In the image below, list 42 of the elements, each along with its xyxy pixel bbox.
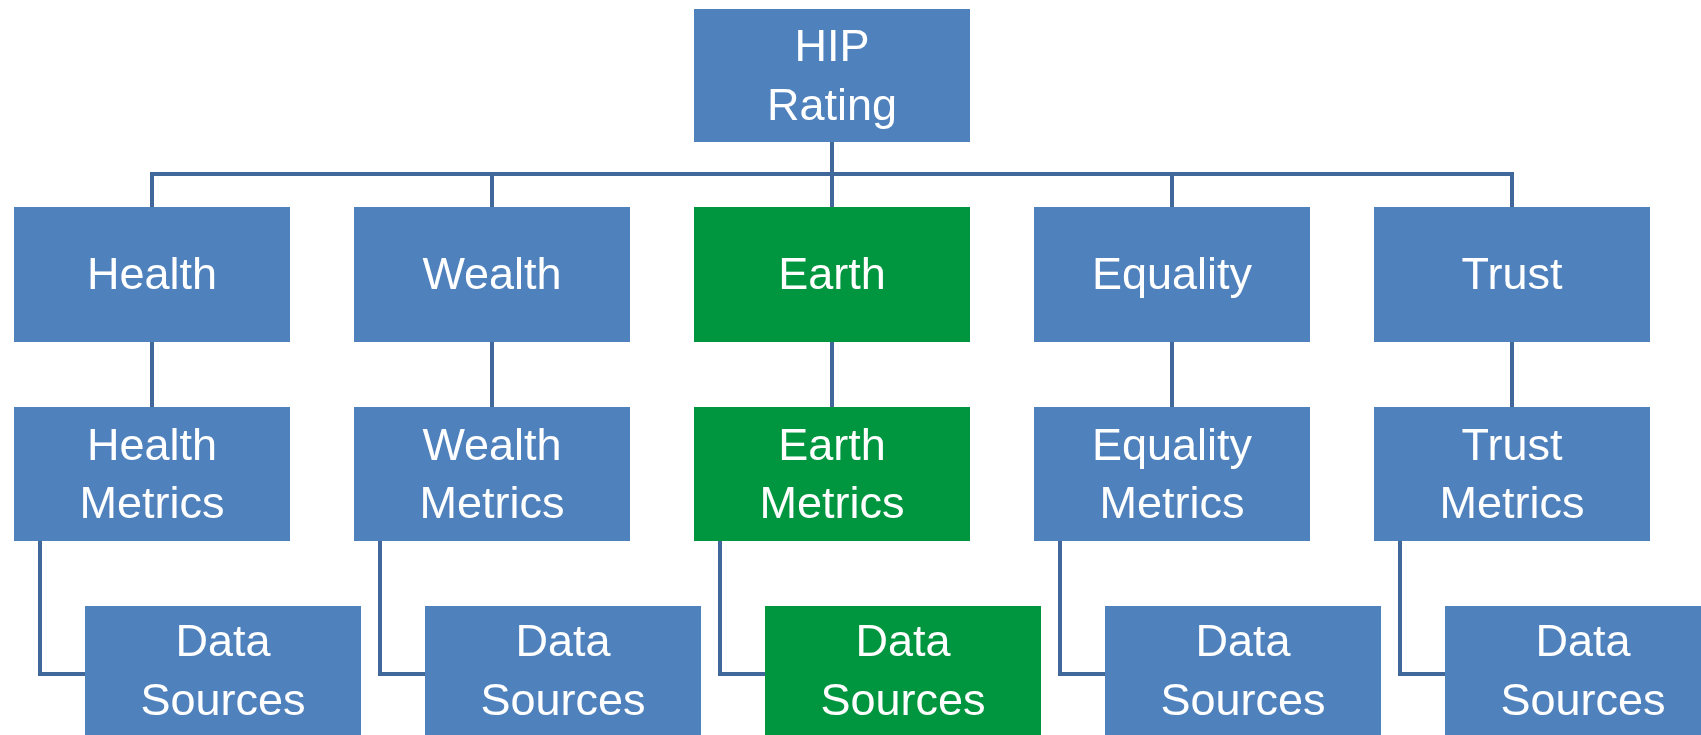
node-box [354, 207, 630, 342]
connector-line [150, 342, 154, 407]
node-box [1374, 407, 1650, 541]
connector-line [378, 541, 425, 676]
node-box [1034, 207, 1310, 342]
connector-line [38, 541, 85, 676]
connector-line [1058, 541, 1105, 676]
node-label: Trust [1461, 247, 1563, 302]
node-box [1445, 606, 1701, 735]
node-label: Data Sources [1499, 614, 1667, 727]
node-box [1034, 407, 1310, 541]
connector-line [1170, 342, 1174, 407]
node-box [1105, 606, 1381, 735]
node-label: Data Sources [819, 614, 987, 727]
node-box [14, 207, 290, 342]
node-box [694, 9, 970, 142]
node-label: Health Metrics [78, 417, 226, 530]
node-box [14, 407, 290, 541]
node-box [425, 606, 701, 735]
node-label: Data Sources [1159, 614, 1327, 727]
node-label: Earth Metrics [758, 417, 906, 530]
connector-line [1510, 342, 1514, 407]
node-label: Wealth Metrics [418, 417, 566, 530]
node-box [1374, 207, 1650, 342]
connector-line [830, 342, 834, 407]
node-label: Data Sources [479, 614, 647, 727]
node-label: Earth [778, 247, 886, 302]
connector-line [718, 541, 765, 676]
connector-line [1398, 541, 1445, 676]
node-box [85, 606, 361, 735]
node-label: Health [86, 247, 218, 302]
node-label: Data Sources [139, 614, 307, 727]
node-box [694, 207, 970, 342]
node-label: Wealth [422, 247, 562, 302]
node-box [354, 407, 630, 541]
node-label: Trust Metrics [1438, 417, 1586, 530]
node-box [765, 606, 1041, 735]
node-label: Equality Metrics [1090, 417, 1254, 530]
node-label: HIP Rating [765, 19, 899, 132]
connector-line [490, 342, 494, 407]
node-label: Equality [1091, 247, 1253, 302]
node-box [694, 407, 970, 541]
